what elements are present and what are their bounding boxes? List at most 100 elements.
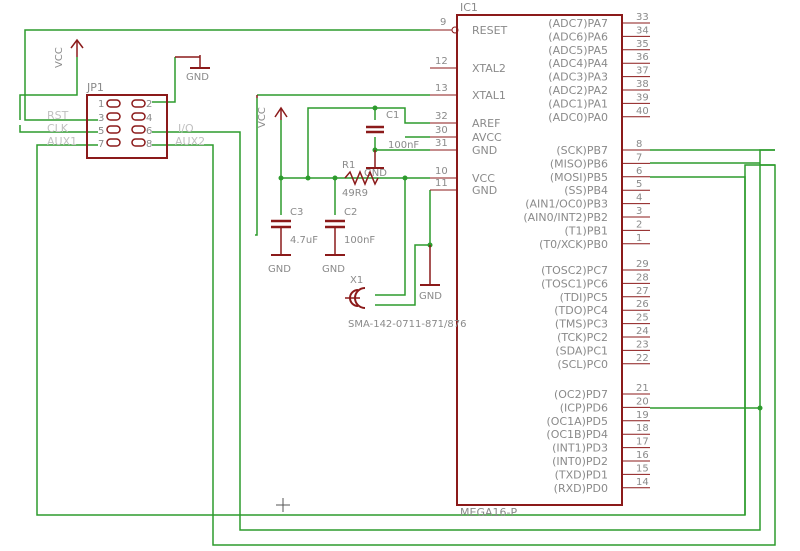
junction-vcc3 xyxy=(278,175,284,181)
wire-clk xyxy=(19,125,98,133)
ic1-pin-number: 24 xyxy=(636,326,649,337)
ic1-pin-name: (TDI)PC5 xyxy=(560,291,608,304)
ic1-pin-name: (ADC0)PA0 xyxy=(548,111,608,124)
ic1-pin-name: (ADC5)PA5 xyxy=(548,44,608,57)
svg-text:X1: X1 xyxy=(350,275,363,286)
svg-text:VCC: VCC xyxy=(472,172,495,185)
ic1-pin-number: 38 xyxy=(636,79,649,90)
svg-text:VCC: VCC xyxy=(257,107,268,128)
ic1-pin-name: (ADC1)PA1 xyxy=(548,97,608,110)
ic1-pin-name: (SCK)PB7 xyxy=(556,144,608,157)
capacitor-c2: C2 100nF GND xyxy=(322,207,375,275)
ic1-pin-number: 25 xyxy=(636,313,649,324)
ic1-pin-number: 15 xyxy=(636,463,649,474)
vcc-symbol-1: VCC xyxy=(54,38,84,68)
svg-text:AVCC: AVCC xyxy=(472,131,502,144)
gnd-symbol-1: GND xyxy=(175,55,210,83)
wire-vcc-jp1 xyxy=(19,57,78,120)
svg-text:GND: GND xyxy=(472,144,497,157)
svg-text:GND: GND xyxy=(268,264,291,275)
ic1-pin-name: (ADC3)PA3 xyxy=(548,71,608,84)
svg-text:9: 9 xyxy=(440,17,446,28)
svg-text:SMA-142-0711-871/876: SMA-142-0711-871/876 xyxy=(348,319,467,330)
wire-pb5 xyxy=(650,176,746,515)
ic1-pin-number: 14 xyxy=(636,477,649,488)
ic1-pin-number: 17 xyxy=(636,437,649,448)
ic1-body xyxy=(456,14,623,506)
svg-text:GND: GND xyxy=(472,184,497,197)
ic1-pin-name: (SCL)PC0 xyxy=(557,358,608,371)
net-label-aux1: AUX1 xyxy=(47,135,77,148)
wire-c1-top xyxy=(307,107,375,178)
ic1-pin-number: 18 xyxy=(636,423,649,434)
svg-text:8: 8 xyxy=(146,139,152,150)
wire-vcc-xtal xyxy=(255,98,258,236)
svg-text:1: 1 xyxy=(98,99,104,110)
ic1-pin-name: (MISO)PB6 xyxy=(550,157,608,170)
ic1-pin-number: 21 xyxy=(636,383,649,394)
svg-text:2: 2 xyxy=(146,99,152,110)
resistor-r1: R1 49R9 xyxy=(342,160,379,199)
svg-text:4: 4 xyxy=(146,113,152,124)
ic1-name: IC1 xyxy=(460,1,478,14)
wire-aux1 xyxy=(36,144,775,516)
svg-text:31: 31 xyxy=(435,138,448,149)
svg-text:R1: R1 xyxy=(342,160,355,171)
net-label-aux2: AUX2 xyxy=(175,135,205,148)
jp1-name: JP1 xyxy=(86,81,104,94)
ic1-pin-name: (OC1B)PD4 xyxy=(546,428,608,441)
ic1-pin-name: (INT0)PD2 xyxy=(552,455,608,468)
ic1-pin-number: 33 xyxy=(636,12,649,23)
ic1-pin-number: 29 xyxy=(636,259,649,270)
ic1-pin-name: (SDA)PC1 xyxy=(555,344,608,357)
ic1-pin-number: 1 xyxy=(636,233,642,244)
net-label-rst: RST xyxy=(47,109,69,122)
ic1-pin-number: 4 xyxy=(636,193,642,204)
svg-text:GND: GND xyxy=(186,72,209,83)
ic1-pin-name: (TOSC2)PC7 xyxy=(541,264,608,277)
ic1-pin-number: 37 xyxy=(636,66,649,77)
ic1-pin-number: 36 xyxy=(636,52,649,63)
ic1-pin-name: (ADC6)PA6 xyxy=(548,30,608,43)
svg-text:XTAL1: XTAL1 xyxy=(472,89,506,102)
ic1-pin-number: 28 xyxy=(636,272,649,283)
svg-text:4.7uF: 4.7uF xyxy=(290,235,318,246)
origin-marker xyxy=(276,498,290,512)
ic1-pin-name: (ADC2)PA2 xyxy=(548,84,608,97)
net-label-io: I/O xyxy=(178,122,194,135)
capacitor-c3: C3 4.7uF GND xyxy=(268,207,318,275)
ic1-pin-number: 40 xyxy=(636,106,649,117)
ic1-pin-name: (OC2)PD7 xyxy=(554,388,608,401)
wire-aref xyxy=(374,107,430,124)
ic1-pin-number: 27 xyxy=(636,286,649,297)
junction-vcc2 xyxy=(332,175,338,181)
svg-text:XTAL2: XTAL2 xyxy=(472,62,506,75)
ic1-right-pins: 33(ADC7)PA734(ADC6)PA635(ADC5)PA536(ADC4… xyxy=(523,12,650,495)
ic1-pin-name: (T1)PB1 xyxy=(565,224,608,237)
ic1-pin-number: 22 xyxy=(636,353,649,364)
ic1-pin-number: 20 xyxy=(636,396,649,407)
svg-text:C2: C2 xyxy=(344,207,357,218)
jp1-body xyxy=(86,94,168,159)
svg-text:C1: C1 xyxy=(386,110,399,121)
svg-text:6: 6 xyxy=(146,126,152,137)
svg-text:GND: GND xyxy=(322,264,345,275)
ic1-pin-name: (INT1)PD3 xyxy=(552,442,608,455)
gnd-symbol-ic: GND xyxy=(419,245,442,302)
ic1-pin-number: 35 xyxy=(636,39,649,50)
ic1-pin-name: (TMS)PC3 xyxy=(555,318,608,331)
ic1-pin-number: 6 xyxy=(636,166,642,177)
wires xyxy=(19,29,776,546)
ic1-pin-name: (TOSC1)PC6 xyxy=(541,277,608,290)
ic1-pin-name: (ADC4)PA4 xyxy=(548,57,608,70)
svg-text:10: 10 xyxy=(435,166,448,177)
ic1-pin-number: 34 xyxy=(636,25,649,36)
svg-text:GND: GND xyxy=(364,168,387,179)
ic1-pin-name: (AIN1/OC0)PB3 xyxy=(525,198,608,211)
wire-reset xyxy=(24,29,430,121)
connector-x1: X1 SMA-142-0711-871/876 xyxy=(345,275,467,330)
ic1-pin-name: (TCK)PC2 xyxy=(557,331,608,344)
ic1-pin-number: 8 xyxy=(636,139,642,150)
